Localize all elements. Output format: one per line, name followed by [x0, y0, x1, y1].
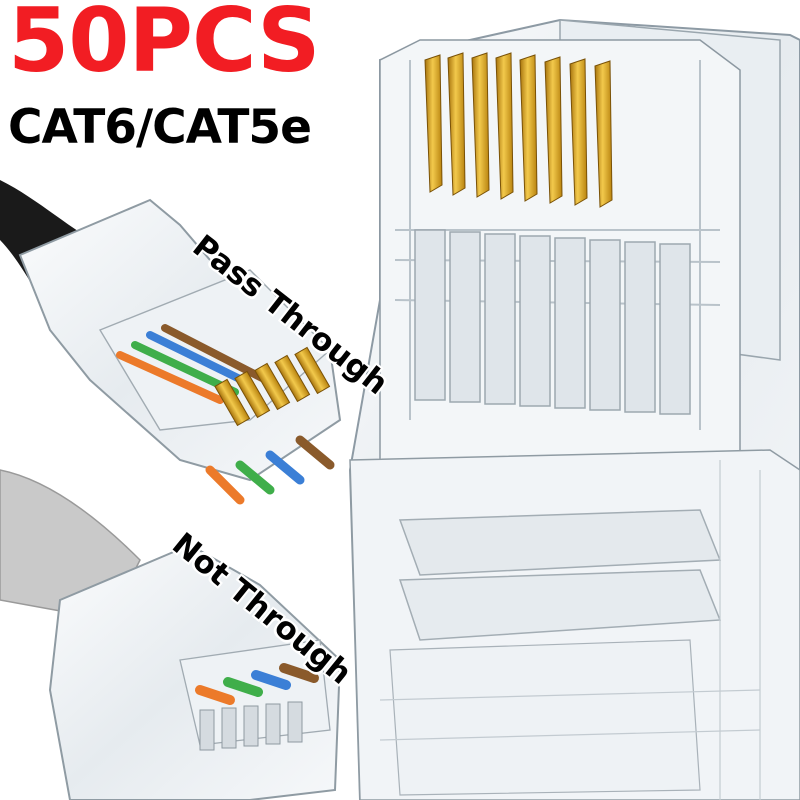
not-through-connector [0, 469, 342, 800]
category-headline: CAT6/CAT5e [8, 100, 312, 155]
quantity-headline: 50PCS [8, 0, 321, 92]
pass-through-connector [0, 180, 342, 505]
large-rj45-connector [348, 18, 800, 800]
